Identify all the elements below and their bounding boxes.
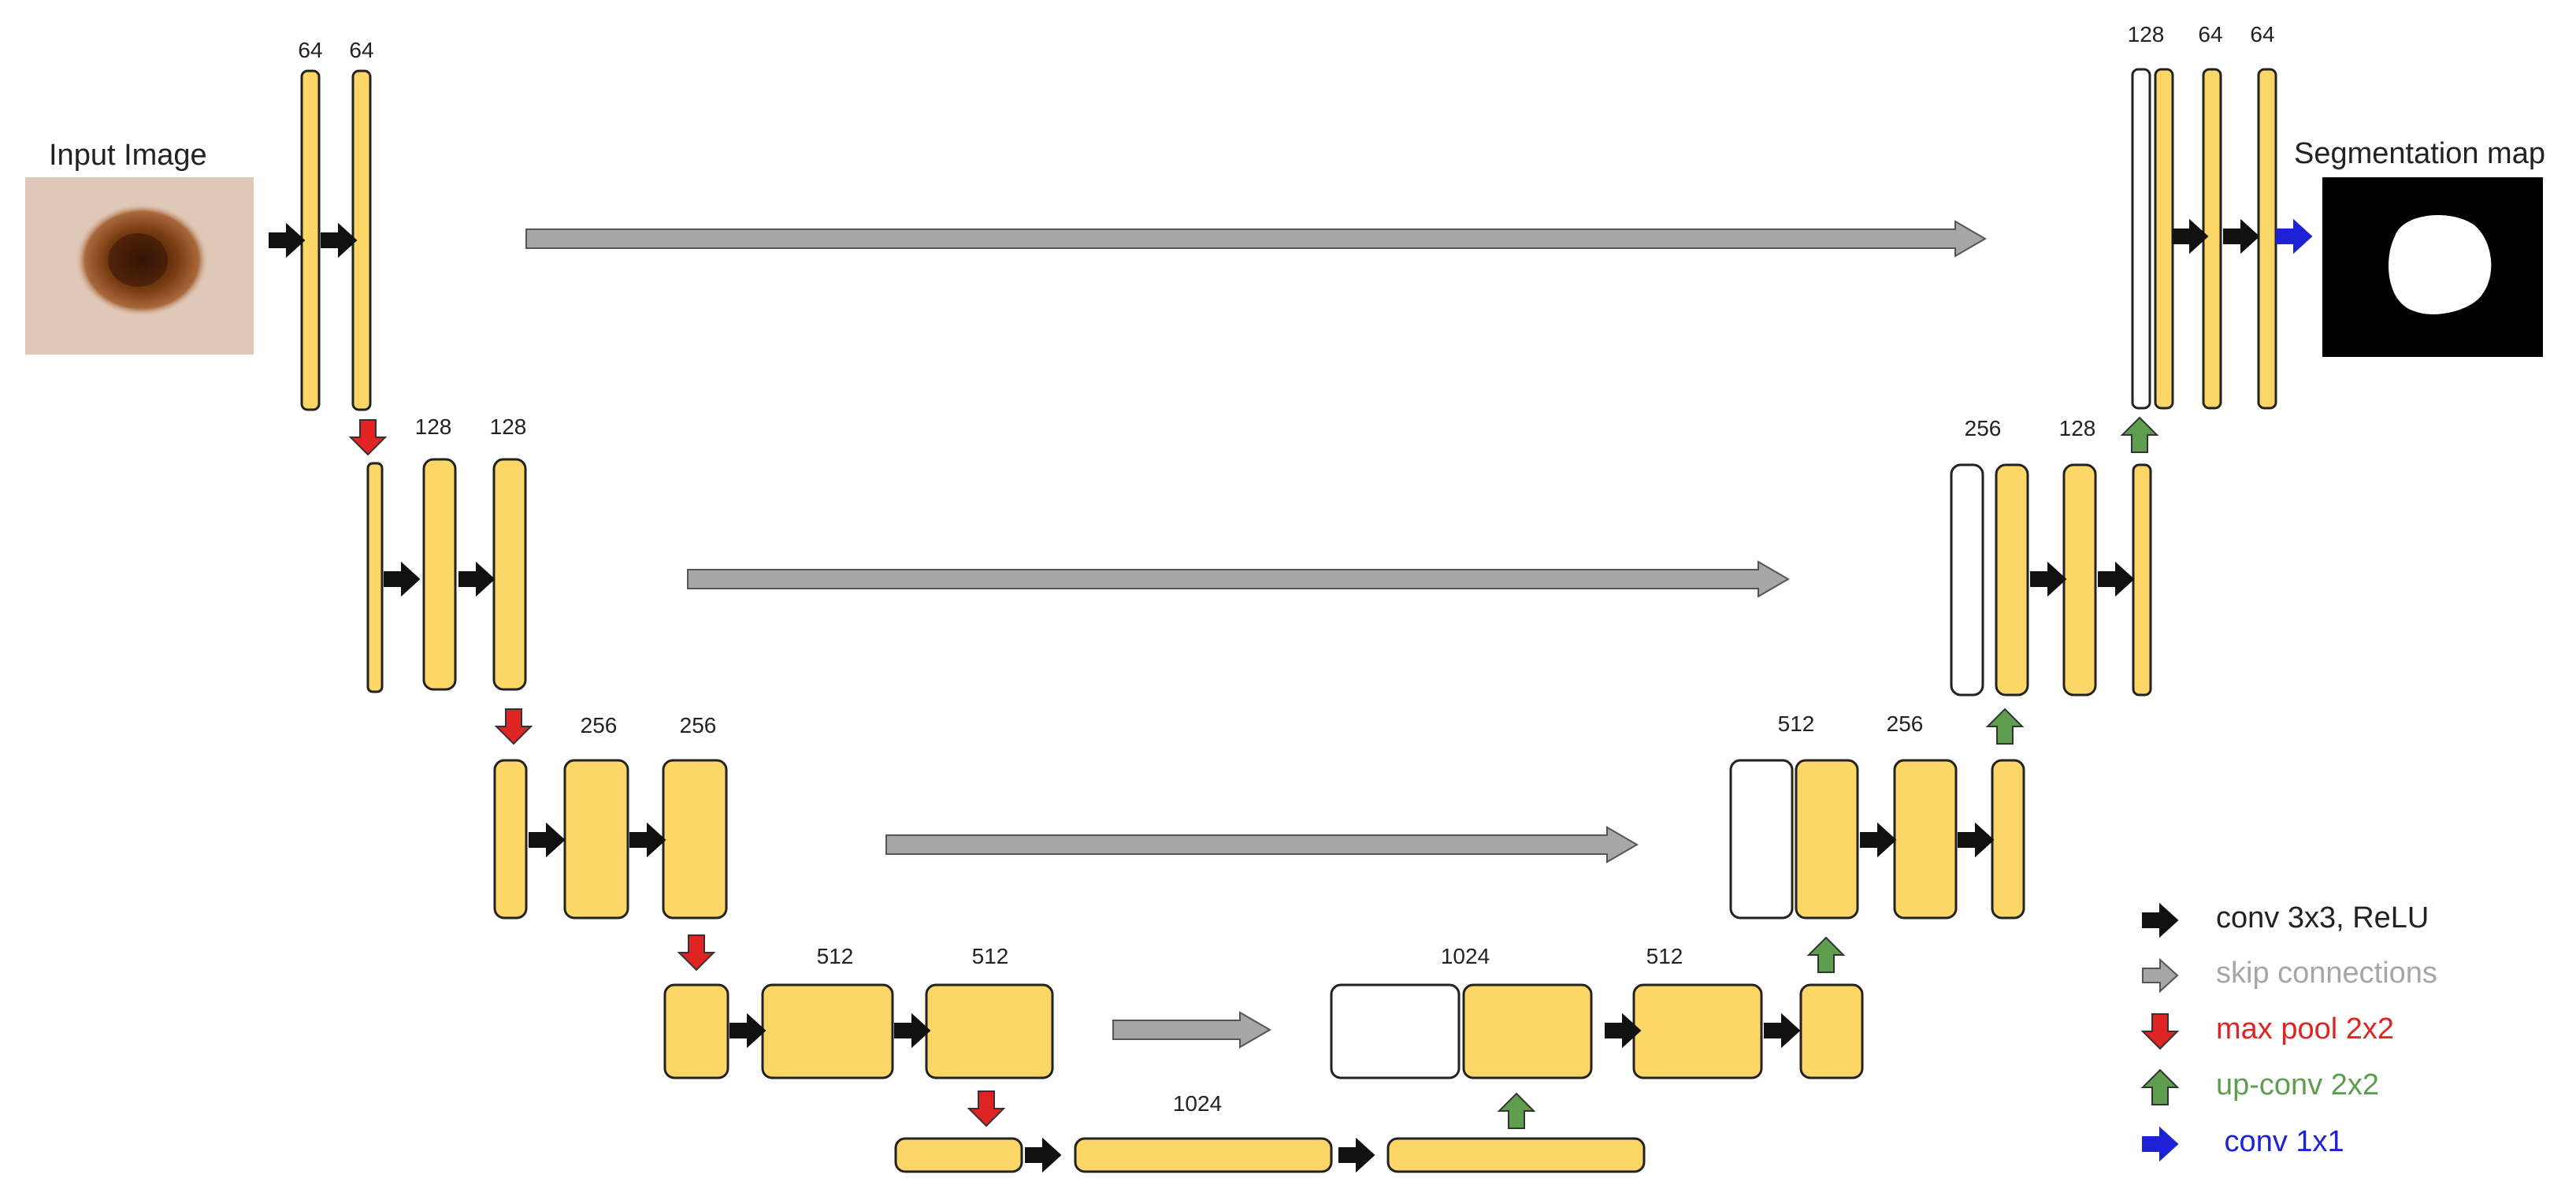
- feature-map-enc2-conv2: [492, 458, 527, 691]
- feature-map-dec4-conv1: [1632, 983, 1763, 1079]
- conv-arrow-13: [1860, 822, 1897, 858]
- conv-arrow-5: [529, 822, 566, 858]
- feature-map-dec4-conv2: [1799, 983, 1864, 1079]
- feature-map-enc2-pool: [366, 462, 384, 693]
- skip-connection-arrow-skip-level4: [1112, 1011, 1271, 1049]
- conv1x1-arrow: [2276, 218, 2313, 254]
- channel-label-dec3cat: 512: [1777, 711, 1815, 736]
- conv-arrow-15: [2030, 561, 2067, 597]
- channel-label-dec2cat: 256: [1964, 416, 2002, 440]
- legend-max-pool-label: max pool 2x2: [2216, 1012, 2395, 1046]
- maxpool-arrow-4: [967, 1090, 1006, 1128]
- conv-arrow-4: [458, 561, 496, 597]
- feature-map-dec4-up: [1462, 983, 1593, 1079]
- legend-conv1x1-label: conv 1x1: [2216, 1125, 2344, 1158]
- conv-arrow-18: [2223, 218, 2260, 254]
- conv-arrow-6: [629, 822, 666, 858]
- channel-label-dec2: 128: [2058, 416, 2096, 440]
- feature-map-dec1-conv1: [2202, 68, 2222, 410]
- legend-conv1x1-arrow-icon: [2142, 1126, 2179, 1162]
- upconv-arrow-1: [1497, 1092, 1536, 1129]
- feature-map-enc4-conv2: [925, 983, 1054, 1079]
- legend-skip-connections-label: skip connections: [2216, 957, 2437, 990]
- feature-map-dec4-copy: [1330, 983, 1461, 1079]
- conv-arrow-1: [269, 222, 306, 258]
- channel-label-enc4a: 512: [816, 944, 854, 968]
- conv-arrow-12: [1764, 1012, 1801, 1049]
- channel-label-enc3a: 256: [580, 713, 618, 737]
- legend-conv3x3-label: conv 3x3, ReLU: [2216, 901, 2429, 934]
- feature-map-dec1-copy: [2131, 68, 2151, 410]
- maxpool-arrow-2: [494, 708, 533, 745]
- conv-arrow-16: [2098, 561, 2135, 597]
- segmentation-map-title: Segmentation map: [2294, 137, 2545, 170]
- operation-arrows: [269, 218, 2313, 1173]
- feature-map-bottleneck-conv2: [1386, 1137, 1646, 1173]
- channel-label-dec1a: 64: [2198, 22, 2223, 46]
- conv-arrow-14: [1958, 822, 1995, 858]
- maxpool-arrow-3: [677, 934, 716, 972]
- feature-map-dec2-copy: [1950, 463, 1984, 697]
- segmentation-map-image: [2322, 177, 2543, 357]
- legend-upconv-arrow-icon: [2140, 1068, 2180, 1105]
- skip-connection-arrow-skip-level3: [885, 826, 1639, 864]
- upconv-arrow-4: [2120, 416, 2159, 453]
- input-image-title: Input Image: [49, 139, 207, 172]
- feature-map-enc3-pool: [493, 759, 528, 920]
- feature-map-bottleneck-pool: [894, 1137, 1023, 1173]
- channel-label-bottleneck: 1024: [1172, 1091, 1223, 1116]
- conv-arrow-7: [729, 1012, 766, 1049]
- channel-label-enc2a: 128: [414, 414, 452, 439]
- feature-map-enc4-pool: [663, 983, 729, 1079]
- feature-map-blocks: [300, 68, 2277, 1173]
- channel-label-dec1b: 64: [2250, 22, 2275, 46]
- feature-map-enc4-conv1: [761, 983, 894, 1079]
- legend-up-conv-label: up-conv 2x2: [2216, 1068, 2380, 1102]
- feature-map-bottleneck-conv1: [1074, 1137, 1333, 1173]
- skip-connection-arrows: [525, 220, 1987, 1049]
- channel-label-enc2b: 128: [489, 414, 527, 439]
- channel-label-dec4: 512: [1646, 944, 1683, 968]
- maxpool-arrow-1: [348, 419, 388, 456]
- feature-map-dec3-up: [1795, 759, 1859, 920]
- upconv-arrow-3: [1985, 708, 2025, 745]
- conv-arrow-8: [894, 1012, 931, 1049]
- conv-arrow-9: [1025, 1137, 1062, 1173]
- legend-icons: [2140, 902, 2180, 1162]
- skip-connection-arrow-skip-level1: [525, 220, 1987, 258]
- feature-map-dec2-conv2: [2132, 463, 2152, 697]
- conv-arrow-2: [321, 222, 358, 258]
- channel-label-enc3b: 256: [679, 713, 717, 737]
- feature-map-dec1-conv2: [2257, 68, 2277, 410]
- feature-map-dec3-copy: [1729, 759, 1794, 920]
- channel-label-enc1b: 64: [349, 38, 374, 62]
- conv-arrow-17: [2172, 218, 2209, 254]
- channel-label-dec4cat: 1024: [1440, 944, 1490, 968]
- channel-label-enc4b: 512: [971, 944, 1009, 968]
- legend-maxpool-arrow-icon: [2140, 1013, 2180, 1050]
- feature-map-dec2-up: [1995, 463, 2029, 697]
- upconv-arrow-2: [1806, 936, 1846, 973]
- conv-arrow-3: [384, 561, 421, 597]
- conv-arrow-10: [1338, 1137, 1375, 1173]
- channel-label-dec3: 256: [1886, 711, 1924, 736]
- feature-map-dec2-conv1: [2062, 463, 2097, 697]
- feature-map-dec3-conv2: [1991, 759, 2025, 920]
- conv-arrow-11: [1605, 1012, 1642, 1049]
- legend-skip-arrow-icon: [2142, 957, 2179, 994]
- feature-map-enc3-conv2: [662, 759, 728, 920]
- input-image: [25, 177, 254, 355]
- feature-map-enc2-conv1: [422, 458, 457, 691]
- skip-connection-arrow-skip-level2: [687, 560, 1790, 598]
- channel-label-enc1a: 64: [298, 38, 323, 62]
- channel-label-dec1cat: 128: [2127, 22, 2165, 46]
- feature-map-dec3-conv1: [1893, 759, 1958, 920]
- feature-map-dec1-up: [2154, 68, 2174, 410]
- legend-conv3x3-arrow-icon: [2142, 902, 2179, 938]
- feature-map-enc3-conv1: [563, 759, 629, 920]
